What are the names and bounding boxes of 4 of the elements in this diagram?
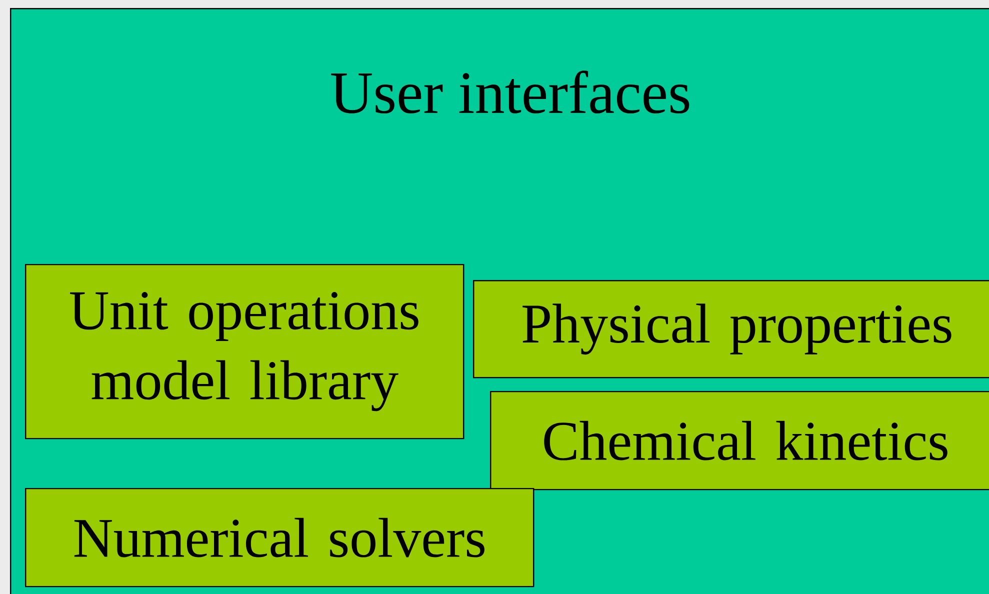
module-box: Numerical solvers (25, 488, 534, 588)
module-box: Chemical kinetics (490, 390, 989, 490)
module-box: Unit operations model library (25, 264, 464, 440)
module-box: Physical properties (473, 280, 989, 378)
